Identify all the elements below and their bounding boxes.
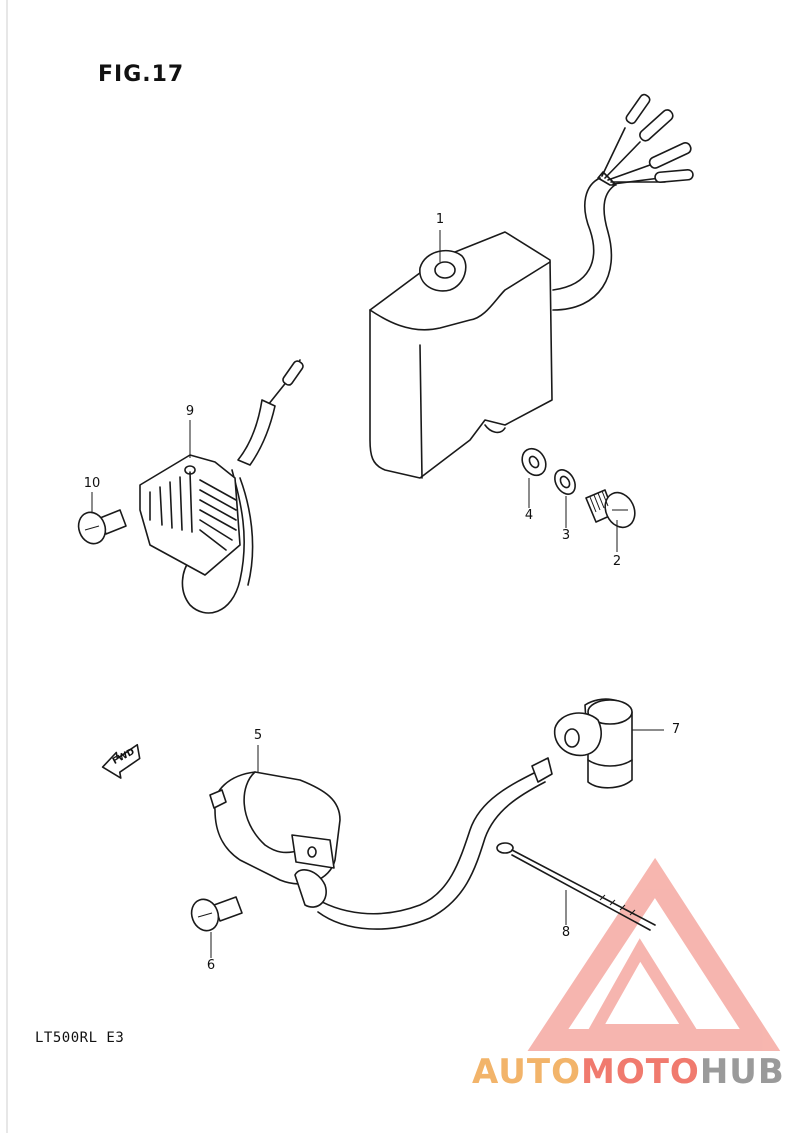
callout-1: 1 bbox=[435, 212, 445, 227]
callout-8: 8 bbox=[561, 925, 571, 940]
screw-10 bbox=[77, 509, 127, 545]
washer-3 bbox=[554, 469, 576, 495]
figure-title: FIG.17 bbox=[98, 62, 185, 87]
callout-2: 2 bbox=[612, 554, 622, 569]
fwd-arrow bbox=[101, 743, 141, 779]
callout-9: 9 bbox=[185, 404, 195, 419]
ignition-coil bbox=[209, 757, 553, 930]
callout-3: 3 bbox=[561, 528, 571, 543]
leader-lines bbox=[91, 230, 664, 958]
cdi-unit bbox=[369, 93, 694, 479]
screw-6 bbox=[190, 896, 243, 932]
callout-4: 4 bbox=[524, 508, 534, 523]
screw-2 bbox=[585, 489, 636, 529]
washer-4 bbox=[521, 447, 547, 477]
model-code: LT500RL E3 bbox=[35, 1030, 125, 1046]
cable-tie bbox=[496, 842, 656, 931]
watermark-part-hub: HUB bbox=[699, 1052, 785, 1092]
regulator-rectifier bbox=[139, 359, 304, 614]
callout-7: 7 bbox=[671, 722, 681, 737]
watermark-logo bbox=[527, 857, 781, 1051]
watermark-text: AUTOMOTOHUB bbox=[472, 1052, 785, 1092]
watermark-part-moto: MOTO bbox=[580, 1052, 700, 1092]
watermark-part-auto: AUTO bbox=[472, 1052, 581, 1092]
callout-6: 6 bbox=[206, 958, 216, 973]
callout-10: 10 bbox=[83, 476, 101, 491]
callout-5: 5 bbox=[253, 728, 263, 743]
spark-plug-cap bbox=[553, 698, 633, 789]
